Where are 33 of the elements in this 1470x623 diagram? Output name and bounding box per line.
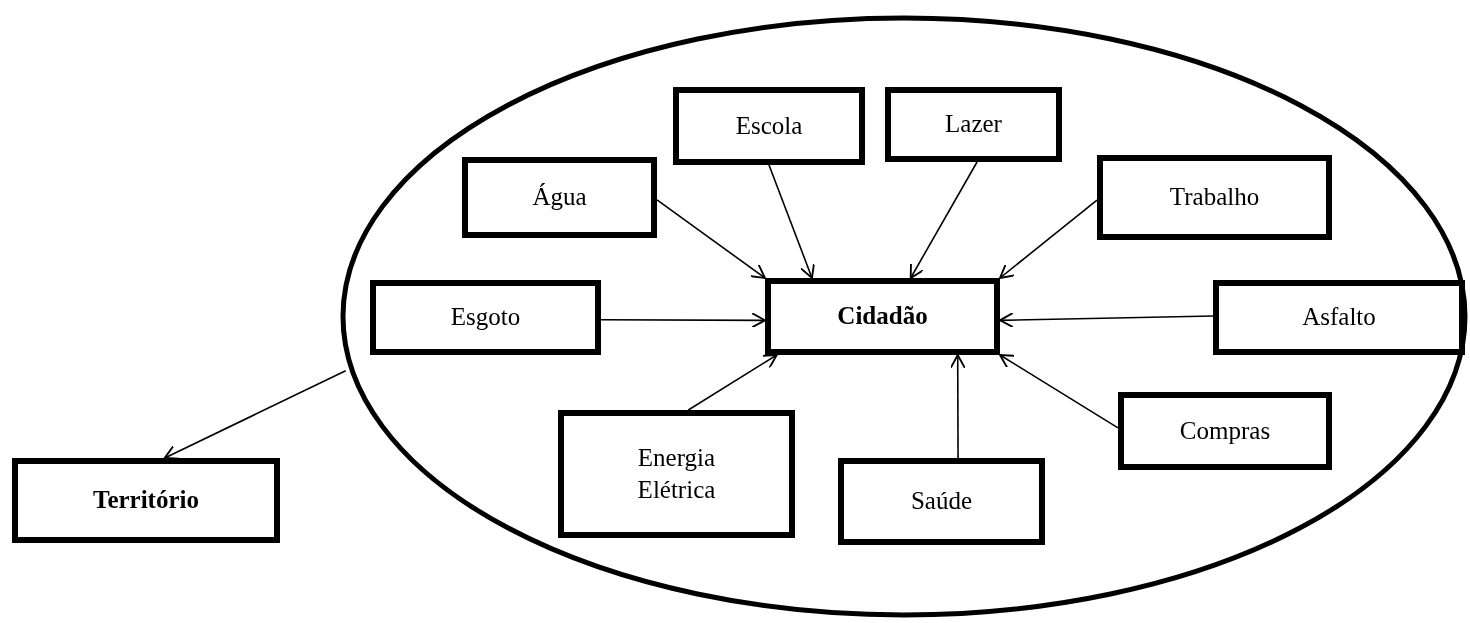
arrow: [999, 199, 1098, 279]
box-label: Compras: [1179, 415, 1271, 446]
arrow: [600, 312, 766, 329]
concept-box: [12, 458, 280, 543]
arrow: [687, 354, 778, 411]
box-label: Água: [532, 182, 587, 213]
box-label: Asfalto: [1302, 302, 1376, 333]
arrow: [163, 369, 347, 460]
box-label: Energia Elétrica: [636, 442, 717, 505]
arrow: [656, 199, 766, 279]
box-label: Lazer: [945, 109, 1002, 140]
concept-box: [1118, 392, 1332, 470]
box-label: Trabalho: [1169, 182, 1260, 213]
concept-box: [1213, 280, 1465, 355]
box-label: Escola: [735, 110, 803, 141]
arrow: [999, 354, 1119, 429]
arrow: [768, 164, 815, 279]
concept-box: [558, 410, 795, 538]
box-label: Território: [93, 485, 199, 516]
box-label: Cidadão: [837, 301, 928, 332]
arrow: [999, 312, 1214, 328]
box-label: Esgoto: [450, 302, 521, 333]
arrow: [909, 161, 978, 279]
concept-box: [838, 458, 1045, 545]
concept-box: [885, 87, 1062, 162]
concept-box: [673, 87, 865, 165]
ellipse-region: [340, 15, 1468, 618]
concept-box: [1097, 155, 1332, 240]
concept-box: [765, 278, 1000, 355]
arrow: [949, 354, 966, 459]
concept-box: [462, 157, 657, 238]
concept-box: [370, 280, 601, 355]
box-label: Saúde: [910, 486, 973, 517]
